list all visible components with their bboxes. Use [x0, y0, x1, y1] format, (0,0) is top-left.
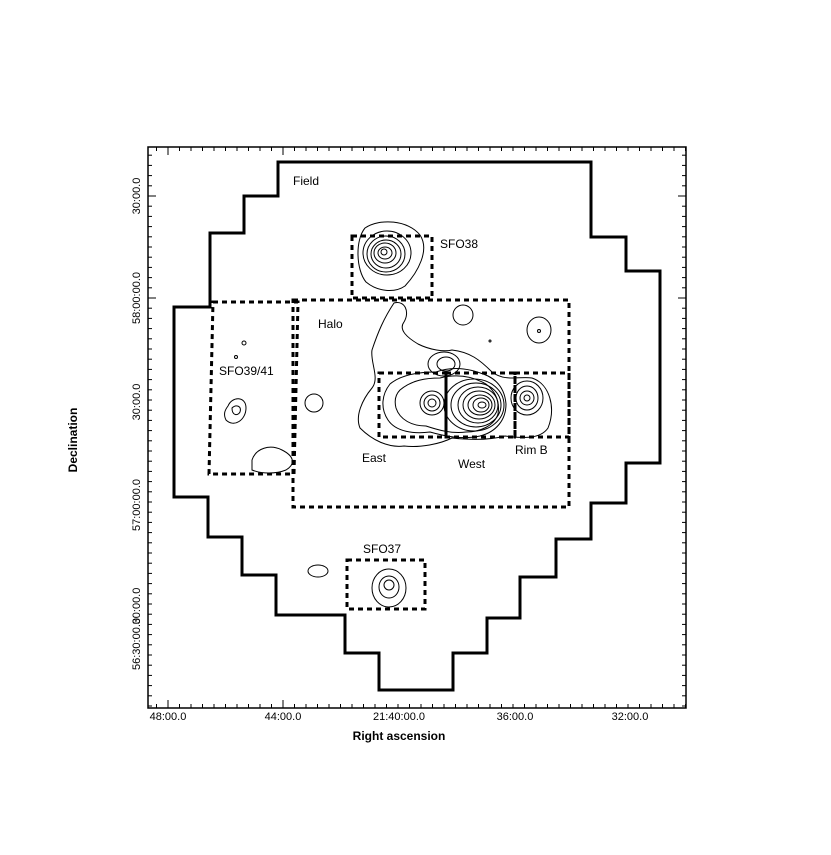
contour-rimb: [515, 385, 539, 411]
contour-blob: [452, 304, 474, 326]
region-sfo37-box: [345, 558, 427, 611]
y-axis-title: Declination: [66, 408, 80, 473]
plot-frame: [147, 146, 687, 709]
contour-central-level: [382, 368, 507, 439]
contour-sfo37: [383, 579, 395, 591]
contour-central-envelope: [357, 302, 552, 447]
x-axis-title: Right ascension: [353, 729, 446, 743]
label-halo: Halo: [318, 317, 343, 331]
contour-west: [450, 382, 502, 428]
contour-west: [457, 386, 499, 424]
contour-west: [477, 401, 487, 409]
contour-lines: [224, 221, 552, 608]
contour-sfo38: [370, 239, 402, 269]
contour-east: [423, 394, 441, 412]
label-sfo38: SFO38: [440, 237, 478, 251]
y-tick-label: 57:00:00.0: [131, 479, 143, 531]
contour-west: [472, 397, 490, 413]
contour-blob: [436, 356, 456, 372]
contour-sfo39-41: [251, 446, 293, 474]
contour-blob: [488, 339, 492, 343]
region-rimb-box: [513, 371, 571, 439]
contour-blob: [526, 316, 552, 344]
contour-sfo37: [371, 568, 407, 608]
y-tick-labels: 30:00.0 58:00:00.0 30:00.0 57:00:00.0 30…: [131, 178, 143, 670]
x-tick-label: 44:00.0: [265, 711, 302, 723]
region-west-box: [444, 371, 517, 439]
y-tick-label: 30:00.0: [131, 178, 143, 215]
y-tick-label: 30:00.0: [131, 588, 143, 625]
y-tick-label: 58:00:00.0: [131, 272, 143, 324]
x-tick-label: 21:40:00.0: [373, 711, 425, 723]
contour-east: [419, 390, 445, 416]
label-sfo37: SFO37: [363, 542, 401, 556]
label-field: Field: [293, 174, 319, 188]
x-tick-label: 32:00.0: [612, 711, 649, 723]
region-sfo39-41-box: [207, 300, 300, 476]
contour-east: [427, 398, 437, 408]
contour-sfo39-41: [241, 340, 247, 346]
contour-sfo39-41: [234, 355, 238, 359]
contour-blob: [427, 351, 461, 377]
contour-west: [462, 390, 496, 420]
contour-rimb: [519, 390, 535, 406]
y-tick-label: 56:30:00.0: [131, 618, 143, 670]
contour-sfo39-41: [231, 405, 241, 416]
region-sfo38-box: [350, 234, 434, 300]
contour-blob: [537, 329, 541, 333]
label-east: East: [362, 451, 387, 465]
contour-blob: [304, 393, 324, 413]
contour-sfo38: [373, 242, 397, 264]
contour-sfo38: [380, 248, 388, 256]
y-tick-label: 30:00.0: [131, 384, 143, 421]
contour-sfo38: [362, 230, 412, 276]
contour-sfo38: [357, 221, 425, 291]
contour-rimb: [510, 380, 544, 416]
axis-ticks: [148, 147, 686, 708]
label-west: West: [458, 457, 486, 471]
label-sfo39-41: SFO39/41: [219, 364, 274, 378]
contour-west: [467, 394, 493, 416]
x-tick-labels: 48:00.0 44:00.0 21:40:00.0 36:00.0 32:00…: [150, 711, 649, 723]
x-tick-label: 36:00.0: [497, 711, 534, 723]
contour-rimb: [523, 394, 531, 402]
contour-sfo38: [377, 246, 393, 260]
label-rimb: Rim B: [515, 443, 548, 457]
contour-blob: [307, 564, 329, 578]
contour-central-level: [394, 375, 499, 433]
x-tick-label: 48:00.0: [150, 711, 187, 723]
contour-sfo37: [378, 575, 400, 599]
contour-sfo38: [366, 235, 406, 273]
region-halo-box: [291, 298, 571, 509]
contour-sfo39-41: [224, 398, 247, 424]
region-field-outline: [172, 160, 662, 692]
